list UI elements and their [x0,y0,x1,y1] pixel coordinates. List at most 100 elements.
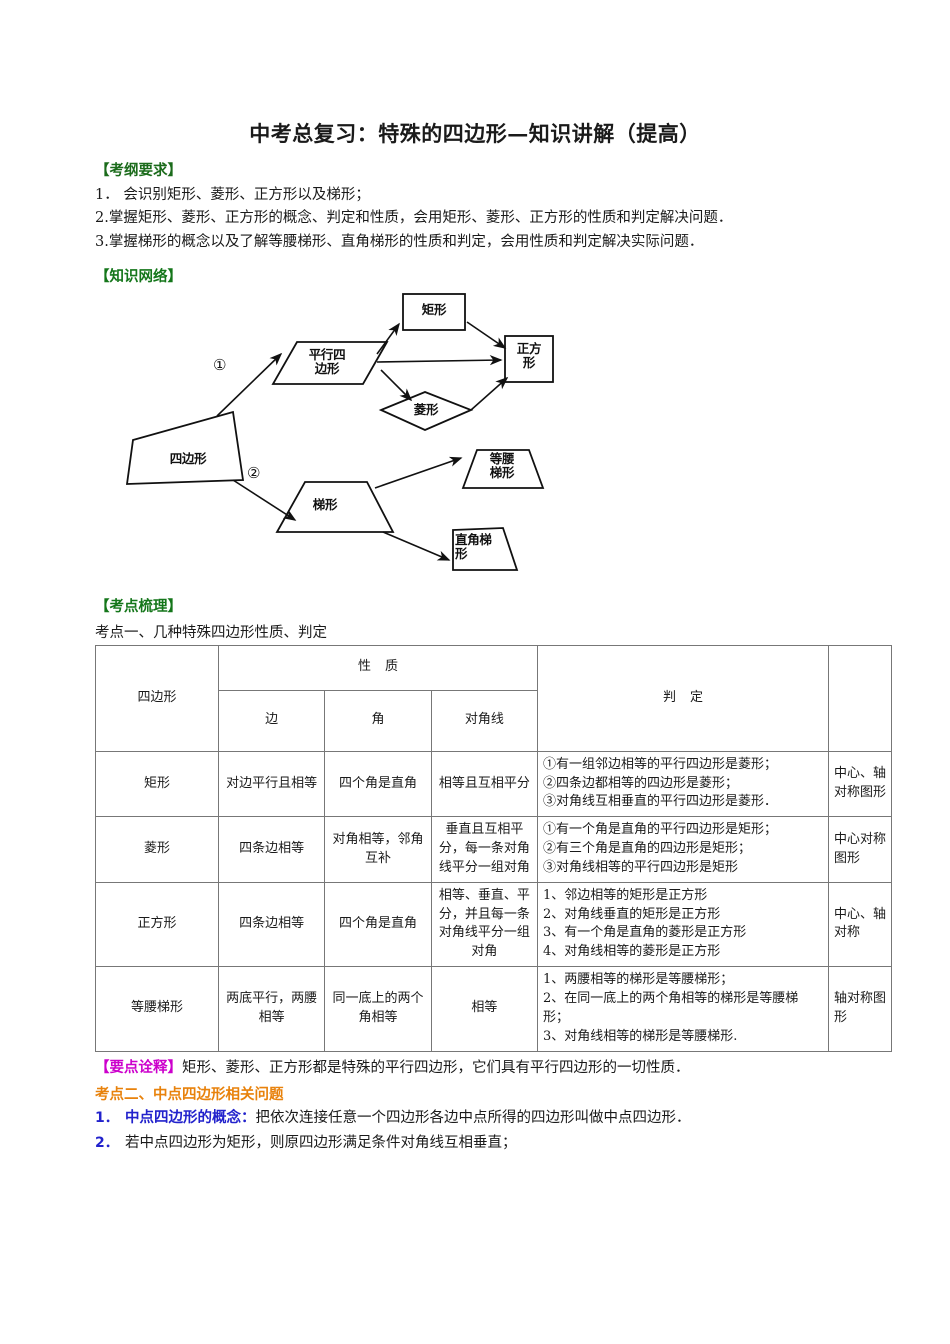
arrow-rectangle-to-square [466,321,507,349]
row-name: 菱形 [95,816,219,883]
list-item-body: 中点四边形的概念：把依次连接任意一个四边形各边中点所得的四边形叫做中点四边形． [125,1106,691,1131]
interpretation-label: 【要点诠释】 [95,1058,182,1076]
table-row: 正方形 四条边相等 四个角是直角 相等、垂直、平分，并且每一条对角线平分一组对角… [95,881,892,968]
header-diagonal: 对角线 [430,689,539,752]
row-angle: 同一底上的两个角相等 [324,966,432,1052]
criteria-item: 3、有一个角是直角的菱形是正方形 [543,925,747,941]
arrow-parallelogram-to-square [376,355,503,366]
criteria-item: 1、邻边相等的矩形是正方形 [543,887,708,903]
diagram-label-parallelogram: 平行四 边形 [308,346,346,376]
criteria-item: ①有一个角是直角的平行四边形是矩形； [543,822,778,838]
row-criteria: 1、邻边相等的矩形是正方形 2、对角线垂直的矩形是正方形 3、有一个角是直角的菱… [537,881,829,968]
criteria-item: ①有一组邻边相等的平行四边形是菱形； [543,756,778,772]
table-header-row-1: 四边形 性质 判定 [95,644,892,752]
row-name: 等腰梯形 [95,966,219,1052]
list-item-term: 中点四边形的概念： [125,1108,256,1126]
arrow-parallelogram-to-rhombus [380,369,413,402]
list-item-body: 若中点四边形为矩形，则原四边形满足条件对角线互相垂直； [125,1131,517,1156]
shape-rectangle [402,293,466,331]
row-criteria: ①有一组邻边相等的平行四边形是菱形； ②四条边都相等的四边形是菱形； ③对角线互… [537,750,829,818]
diagram-marker-branch-2: ② [247,463,261,482]
section-heading-review: 【考点梳理】 [95,597,182,615]
diagram-label-rhombus: 菱形 [413,401,439,417]
header-symmetry [828,644,892,752]
row-symmetry: 中心、轴对称 [828,881,892,968]
header-side: 边 [217,689,326,752]
row-diagonal: 相等且互相平分 [430,750,539,818]
row-diagonal: 相等、垂直、平分，并且每一条对角线平分一组对角 [430,881,539,968]
outline-item-1: 1． 会识别矩形、菱形、正方形以及梯形； [95,186,370,203]
row-side: 四条边相等 [217,881,326,968]
row-name: 矩形 [95,750,219,818]
interpretation-text: 矩形、菱形、正方形都是特殊的平行四边形，它们具有平行四边形的一切性质． [182,1059,690,1076]
outline-item-3: 3.掌握梯形的概念以及了解等腰梯形、直角梯形的性质和判定，会用性质和判定解决实际… [95,233,704,250]
list-item-number: 2． [95,1134,119,1151]
header-criteria: 判定 [537,644,829,752]
list-item-text: 把依次连接任意一个四边形各边中点所得的四边形叫做中点四边形． [255,1109,691,1126]
interpretation-note: 【要点诠释】矩形、菱形、正方形都是特殊的平行四边形，它们具有平行四边形的一切性质… [95,1057,872,1079]
row-symmetry: 中心、轴对称图形 [828,750,892,818]
header-properties: 性质 [218,644,538,691]
row-criteria: ①有一个角是直角的平行四边形是矩形； ②有三个角是直角的四边形是矩形； ③对角线… [537,816,829,883]
row-diagonal: 相等 [430,966,539,1052]
list-item-text: 若中点四边形为矩形，则原四边形满足条件对角线互相垂直； [125,1134,517,1151]
arrow-parallelogram-to-rectangle [376,322,400,355]
criteria-item: 1、两腰相等的梯形是等腰梯形； [543,972,734,988]
arrow-quad-to-parallelogram [216,352,283,417]
row-angle: 四个角是直角 [324,750,432,818]
row-angle: 对角相等，邻角互补 [324,816,432,883]
diagram-label-rectangle: 矩形 [421,301,447,317]
criteria-item: 4、对角线相等的菱形是正方形 [543,944,721,960]
shape-quadrilateral [125,410,245,485]
list-item: 2． 若中点四边形为矩形，则原四边形满足条件对角线互相垂直； [95,1131,872,1156]
diagram-svg [125,293,554,571]
diagram-label-isosceles-trapezoid: 等腰 梯形 [489,450,515,480]
row-symmetry: 轴对称图形 [828,966,892,1052]
table-row: 菱形 四条边相等 对角相等，邻角互补 垂直且互相平分，每一条对角线平分一组对角 … [95,816,892,883]
row-criteria: 1、两腰相等的梯形是等腰梯形； 2、在同一底上的两个角相等的梯形是等腰梯形； 3… [537,966,829,1052]
shape-parallelogram [271,341,389,385]
section-heading-network: 【知识网络】 [95,268,182,286]
criteria-item: ②四条边都相等的四边形是菱形； [543,775,739,791]
criteria-item: ②有三个角是直角的四边形是矩形； [543,841,752,857]
properties-table: 四边形 性质 判定 边 角 对角线 矩形 对边平行且相等 四个角是直角 相等且互… [95,644,892,1052]
list-item-number: 1． [95,1109,119,1126]
arrow-trapezoid-to-right [382,531,451,561]
table-row: 等腰梯形 两底平行，两腰相等 同一底上的两个角相等 相等 1、两腰相等的梯形是等… [95,966,892,1052]
criteria-item: 3、对角线相等的梯形是等腰梯形. [543,1028,738,1044]
diagram-marker-branch-1: ① [213,355,227,374]
section-heading-outline: 【考纲要求】 [95,162,182,179]
diagram-label-square: 正方 形 [516,340,542,370]
shape-isosceles-trapezoid [461,449,545,489]
kp1-heading: 考点一、几种特殊四边形性质、判定 [95,624,327,641]
criteria-item: ③对角线相等的平行四边形是矩形 [543,859,739,875]
row-symmetry: 中心对称图形 [828,816,892,883]
arrow-quad-to-trapezoid [232,479,297,521]
criteria-item: ③对角线互相垂直的平行四边形是菱形． [543,794,778,810]
row-side: 四条边相等 [217,816,326,883]
arrow-rhombus-to-square [470,376,509,411]
shape-rhombus [378,390,474,431]
row-side: 两底平行，两腰相等 [217,966,326,1052]
criteria-item: 2、在同一底上的两个角相等的梯形是等腰梯形； [543,990,799,1025]
diagram-label-trapezoid: 梯形 [312,496,338,512]
header-shape: 四边形 [95,644,219,752]
list-item: 1． 中点四边形的概念：把依次连接任意一个四边形各边中点所得的四边形叫做中点四边… [95,1106,872,1131]
shape-square [504,335,554,383]
arrow-trapezoid-to-isosceles [374,456,463,489]
table-row: 矩形 对边平行且相等 四个角是直角 相等且互相平分 ①有一组邻边相等的平行四边形… [95,750,892,818]
criteria-item: 2、对角线垂直的矩形是正方形 [543,906,721,922]
row-name: 正方形 [95,881,219,968]
shape-right-trapezoid [452,527,519,571]
diagram-label-quadrilateral: 四边形 [169,450,207,466]
table-header-row-2: 边 角 对角线 [96,689,892,752]
header-angle: 角 [324,689,432,752]
outline-item-2: 2.掌握矩形、菱形、正方形的概念、判定和性质，会用矩形、菱形、正方形的性质和判定… [95,210,733,227]
knowledge-network-diagram: 四边形 平行四 边形 矩形 正方 形 菱形 梯形 等腰 梯形 直角梯 形 ① ② [105,292,625,582]
row-side: 对边平行且相等 [217,750,326,818]
diagram-label-right-trapezoid: 直角梯 形 [455,531,492,561]
row-angle: 四个角是直角 [324,881,432,968]
document-body: 【考纲要求】 1． 会识别矩形、菱形、正方形以及梯形； 2.掌握矩形、菱形、正方… [0,160,950,1156]
row-diagonal: 垂直且互相平分，每一条对角线平分一组对角 [430,816,539,883]
